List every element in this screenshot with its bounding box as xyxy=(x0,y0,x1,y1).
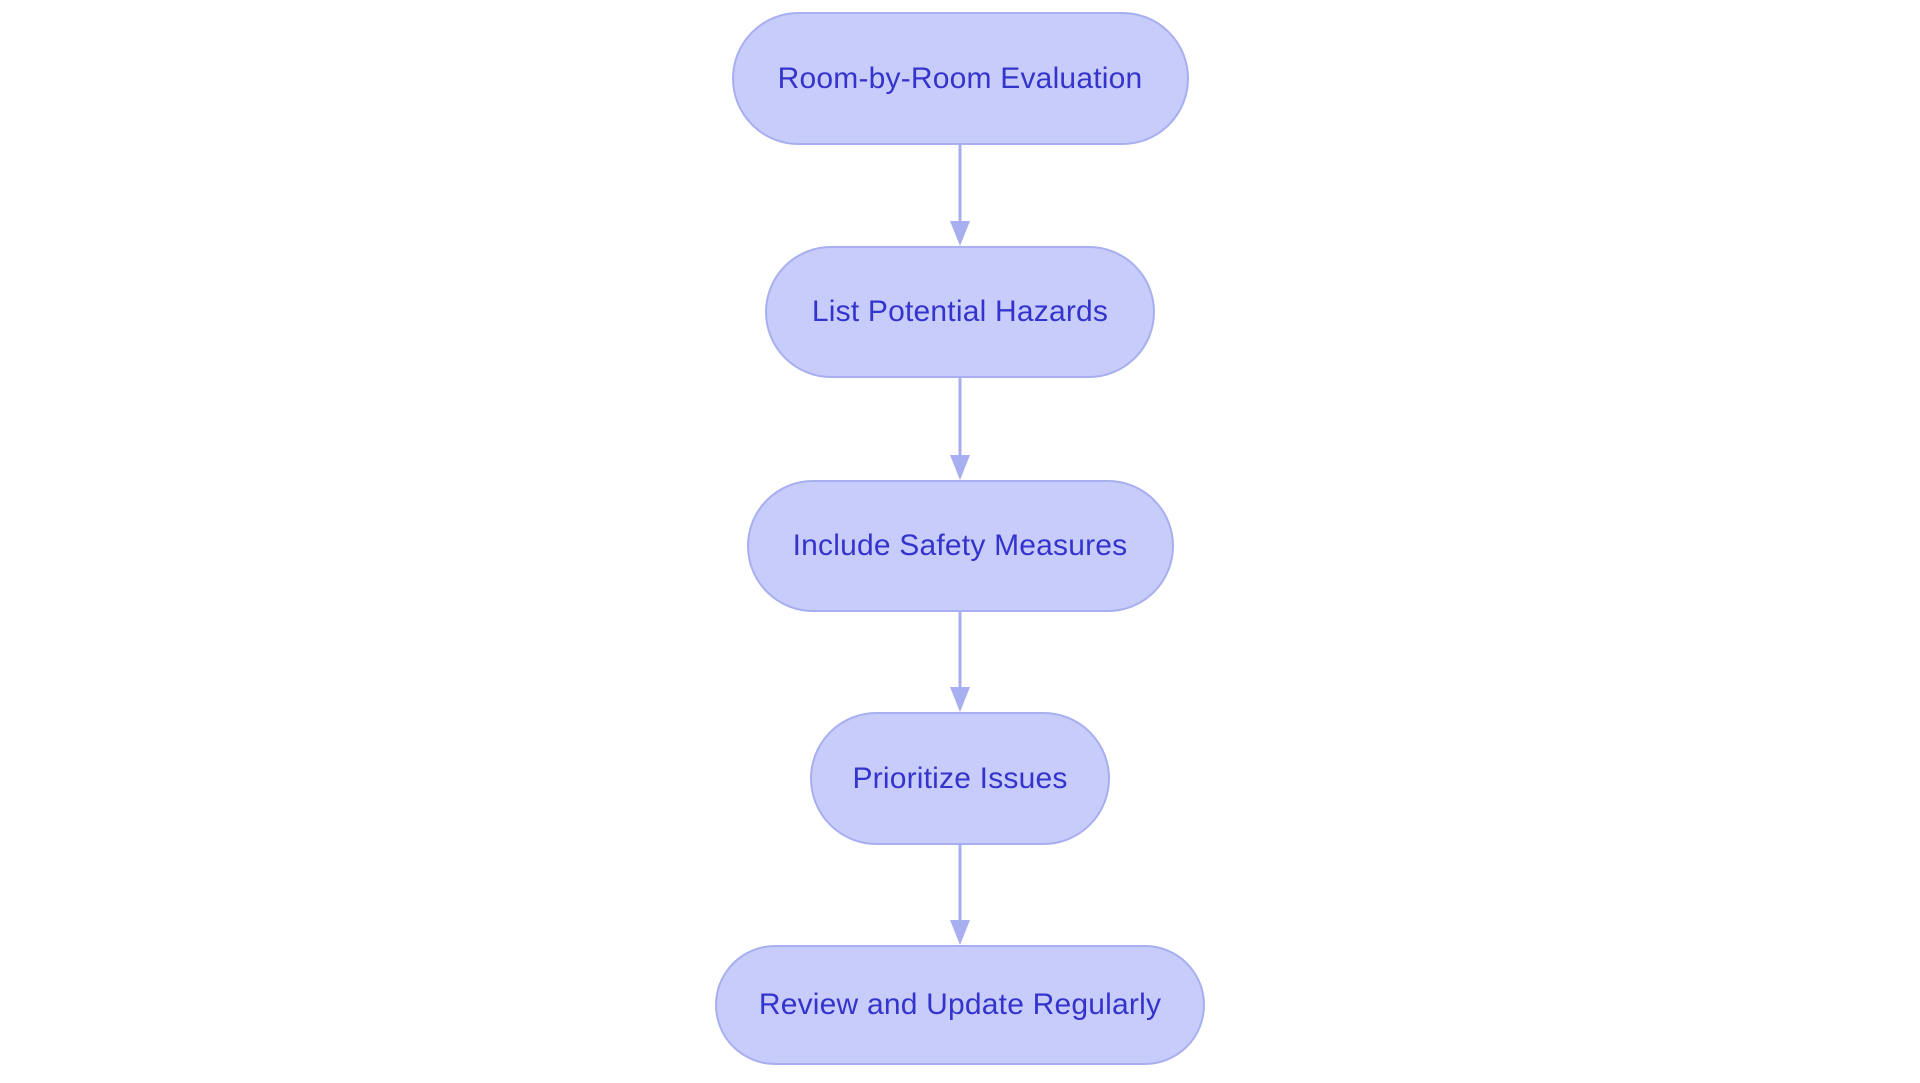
flow-node-label: Room-by-Room Evaluation xyxy=(777,61,1143,95)
flow-edge-n2-n3 xyxy=(947,378,973,480)
flow-node-review-and-update-regularly[interactable]: Review and Update Regularly xyxy=(715,945,1205,1065)
flow-node-include-safety-measures[interactable]: Include Safety Measures xyxy=(746,480,1174,612)
arrow-down-icon xyxy=(950,145,970,246)
arrow-down-icon xyxy=(950,612,970,712)
flow-node-label: Prioritize Issues xyxy=(852,761,1068,795)
flow-node-label: Include Safety Measures xyxy=(792,529,1128,562)
flow-edge-n1-n2 xyxy=(947,145,973,246)
arrow-down-icon xyxy=(950,378,970,480)
flow-node-label: Review and Update Regularly xyxy=(758,988,1162,1021)
flow-edge-n3-n4 xyxy=(947,612,973,712)
arrow-down-icon xyxy=(950,845,970,945)
flow-node-list-potential-hazards[interactable]: List Potential Hazards xyxy=(765,246,1155,378)
flow-edge-n4-n5 xyxy=(947,845,973,945)
flow-node-room-by-room-evaluation[interactable]: Room-by-Room Evaluation xyxy=(731,12,1189,145)
flow-node-prioritize-issues[interactable]: Prioritize Issues xyxy=(810,712,1110,845)
flow-node-label: List Potential Hazards xyxy=(811,295,1109,328)
